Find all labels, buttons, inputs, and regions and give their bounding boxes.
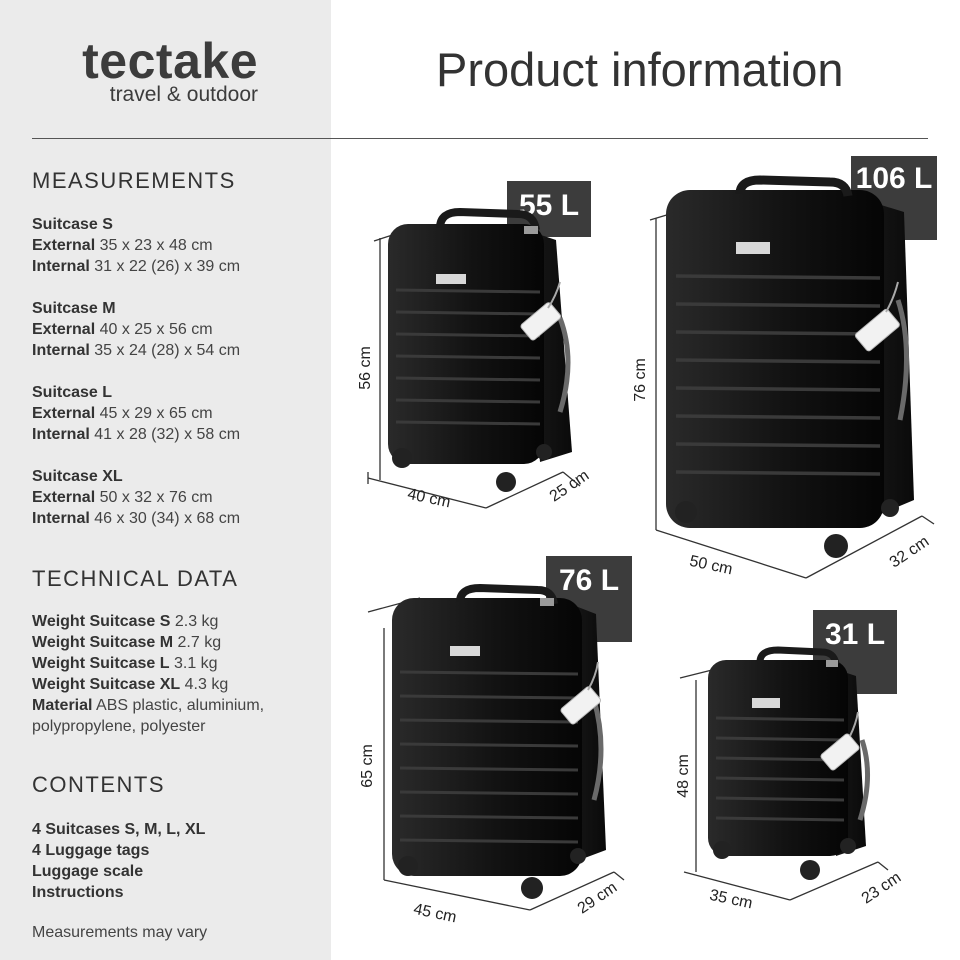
- dimension-depth-label: 29 cm: [575, 879, 621, 917]
- technical-data: Weight Suitcase S 2.3 kg Weight Suitcase…: [32, 611, 322, 737]
- suitcase-s-image: [679, 646, 889, 901]
- weight-value: 2.3 kg: [174, 613, 219, 630]
- sidebar-background: [0, 0, 331, 960]
- internal-value: 35 x 24 (28) x 54 cm: [94, 342, 241, 359]
- internal-label: Internal: [32, 426, 90, 443]
- weight-label: Weight Suitcase S: [32, 613, 171, 630]
- suitcase-l-image: [367, 583, 625, 911]
- external-value: 35 x 23 x 48 cm: [99, 237, 213, 254]
- suitcase-name: Suitcase M: [32, 300, 116, 317]
- dimension-width-label: 45 cm: [412, 901, 458, 927]
- contents-list: 4 Suitcases S, M, L, XL 4 Luggage tags L…: [32, 819, 322, 903]
- disclaimer-note: Measurements may vary: [32, 924, 208, 941]
- external-label: External: [32, 321, 96, 338]
- suitcase-name: Suitcase XL: [32, 468, 123, 485]
- dimension-height-label: 76 cm: [632, 358, 649, 402]
- external-label: External: [32, 405, 96, 422]
- weight-value: 2.7 kg: [177, 634, 222, 651]
- contents-item: Instructions: [32, 884, 124, 901]
- suitcase-xl-measurements: Suitcase XL External 50 x 32 x 76 cm Int…: [32, 466, 322, 529]
- weight-label: Weight Suitcase XL: [32, 676, 181, 693]
- internal-label: Internal: [32, 510, 90, 527]
- dimension-width-label: 50 cm: [688, 553, 734, 579]
- dimension-height-label: 65 cm: [359, 744, 376, 788]
- internal-value: 31 x 22 (26) x 39 cm: [94, 258, 241, 275]
- weight-label: Weight Suitcase L: [32, 655, 170, 672]
- suitcase-name: Suitcase S: [32, 216, 113, 233]
- brand-logo: tectake travel & outdoor: [0, 36, 258, 106]
- contents-item: 4 Luggage tags: [32, 842, 150, 859]
- material-value: ABS plastic, aluminium, polypropylene, p…: [32, 697, 265, 735]
- suitcase-name: Suitcase L: [32, 384, 113, 401]
- contents-item: 4 Suitcases S, M, L, XL: [32, 821, 206, 838]
- dimension-width-label: 35 cm: [708, 887, 754, 913]
- suitcase-xl-image: [649, 175, 935, 579]
- brand-tagline: travel & outdoor: [109, 83, 258, 106]
- dimension-width-label: 40 cm: [406, 486, 452, 512]
- internal-label: Internal: [32, 258, 90, 275]
- internal-value: 46 x 30 (34) x 68 cm: [94, 510, 241, 527]
- external-value: 50 x 32 x 76 cm: [99, 489, 213, 506]
- internal-label: Internal: [32, 342, 90, 359]
- suitcase-s-measurements: Suitcase S External 35 x 23 x 48 cm Inte…: [32, 214, 322, 277]
- weight-label: Weight Suitcase M: [32, 634, 174, 651]
- external-label: External: [32, 489, 96, 506]
- dimension-height-label: 48 cm: [675, 754, 692, 798]
- external-value: 45 x 29 x 65 cm: [99, 405, 213, 422]
- measurements-heading: MEASUREMENTS: [32, 168, 236, 193]
- header-divider: [32, 138, 928, 139]
- suitcase-m-measurements: Suitcase M External 40 x 25 x 56 cm Inte…: [32, 298, 322, 361]
- dimension-height-label: 56 cm: [357, 346, 374, 390]
- external-value: 40 x 25 x 56 cm: [99, 321, 213, 338]
- dimension-depth-label: 25 cm: [547, 467, 593, 505]
- suitcase-l-measurements: Suitcase L External 45 x 29 x 65 cm Inte…: [32, 382, 322, 445]
- material-label: Material: [32, 697, 93, 714]
- weight-value: 4.3 kg: [184, 676, 229, 693]
- contents-item: Luggage scale: [32, 863, 144, 880]
- brand-name: tectake: [82, 33, 258, 89]
- contents-heading: CONTENTS: [32, 772, 165, 797]
- dimension-depth-label: 23 cm: [859, 869, 905, 907]
- dimension-depth-label: 32 cm: [887, 533, 933, 571]
- technical-data-heading: TECHNICAL DATA: [32, 566, 239, 591]
- internal-value: 41 x 28 (32) x 58 cm: [94, 426, 241, 443]
- page-title: Product information: [436, 43, 844, 96]
- external-label: External: [32, 237, 96, 254]
- weight-value: 3.1 kg: [173, 655, 218, 672]
- suitcase-m-image: [367, 207, 581, 509]
